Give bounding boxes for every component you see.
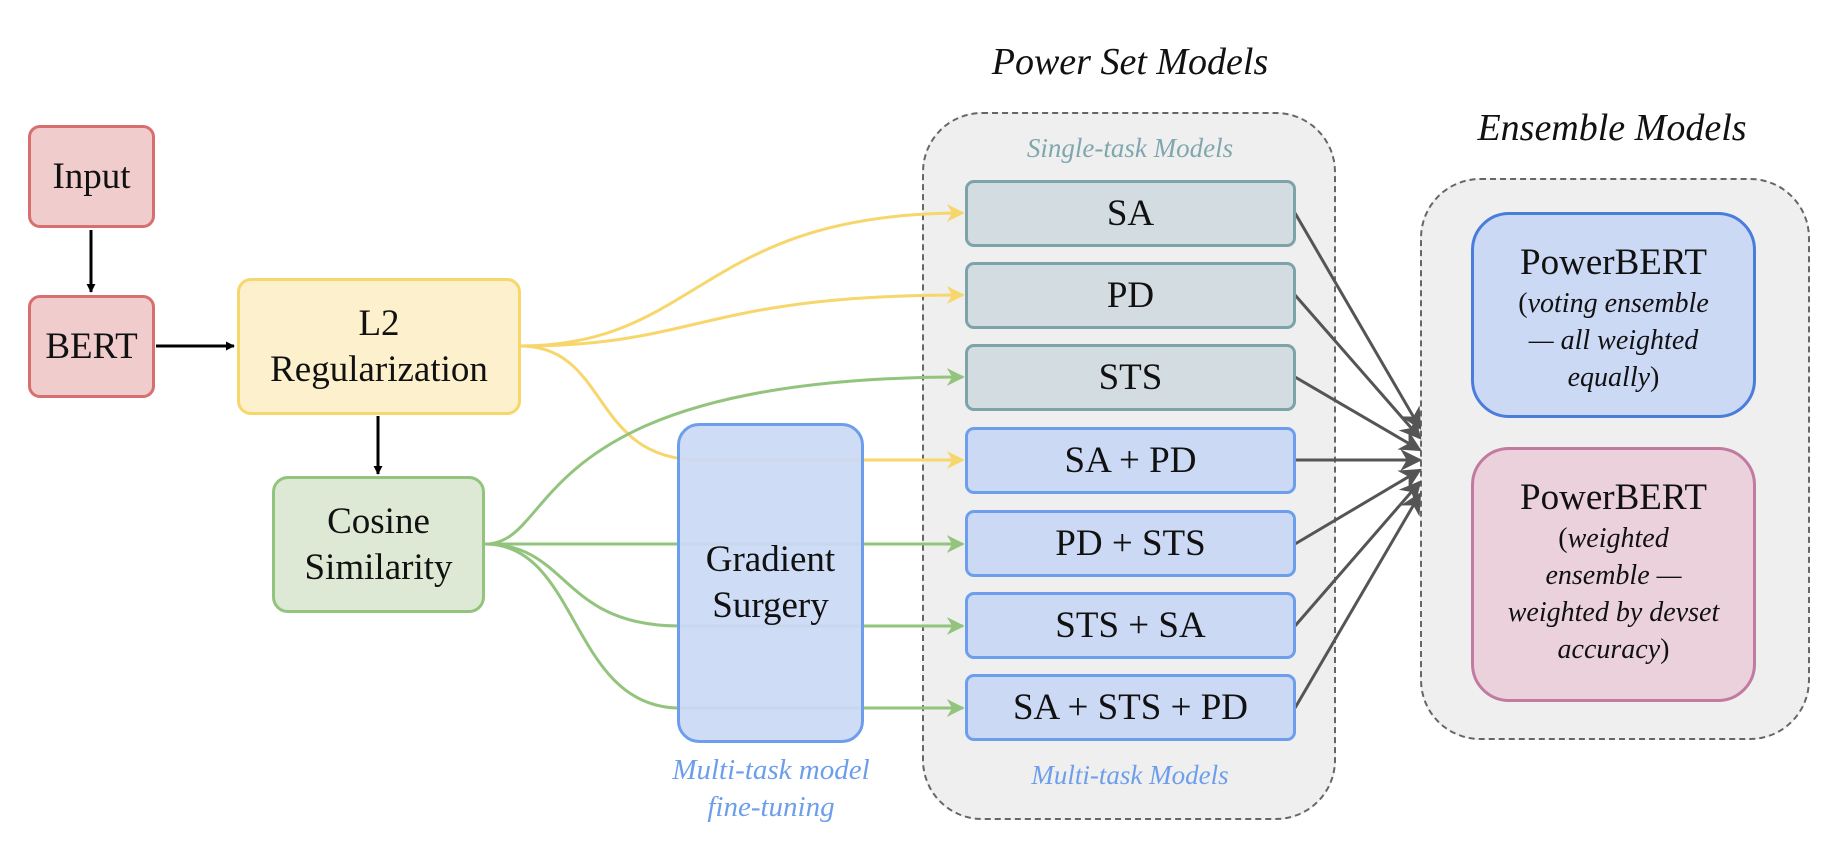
edge-l2-to-sa [519, 204, 965, 348]
model-pd: PD [965, 262, 1296, 329]
edge-sts-sa-to-ensemble [1293, 480, 1422, 627]
edge-cosine-to-sa-sts-pd [484, 542, 965, 717]
model-sts-sa: STS + SA [965, 592, 1296, 659]
cosine-similarity-node: Cosine Similarity [272, 476, 485, 613]
edge-pd-sts-to-ensemble [1294, 468, 1422, 546]
edge-l2-to-sa-pd [519, 344, 965, 469]
l2-line2: Regularization [270, 348, 488, 390]
gradient-line2: Surgery [712, 585, 829, 626]
edge-sts-to-ensemble [1294, 375, 1422, 452]
caption-line2: fine-tuning [707, 791, 835, 823]
cosine-line1: Cosine [327, 500, 430, 542]
multi-task-finetuning-caption: Multi-task model fine-tuning [621, 752, 921, 826]
l2-regularization-node: L2 Regularization [237, 278, 521, 415]
model-pd-sts: PD + STS [965, 510, 1296, 577]
weighted-ensemble-box: PowerBERT (weighted ensemble — weighted … [1471, 447, 1756, 702]
l2-line1: L2 [358, 302, 400, 344]
single-task-label: Single-task Models [1026, 133, 1234, 163]
ensemble-title: Ensemble Models [1477, 107, 1747, 149]
weighted-ensemble-title: PowerBERT [1520, 477, 1707, 518]
voting-ensemble-title: PowerBERT [1520, 242, 1707, 283]
edge-cosine-to-sts [484, 368, 965, 546]
weighted-ensemble-description: (weighted ensemble — weighted by devset … [1507, 523, 1720, 665]
model-sts: STS [965, 344, 1296, 411]
model-sa: SA [965, 180, 1296, 247]
voting-ensemble-description: (voting ensemble — all weighted equally) [1518, 288, 1709, 393]
multi-task-label: Multi-task Models [1031, 760, 1229, 790]
gradient-line1: Gradient [705, 539, 836, 580]
voting-ensemble-box: PowerBERT (voting ensemble — all weighte… [1471, 212, 1756, 418]
cosine-line2: Similarity [304, 546, 453, 588]
edge-l2-to-pd [519, 286, 965, 348]
caption-line1: Multi-task model [672, 754, 870, 786]
edge-sa-sts-pd-to-ensemble [1293, 492, 1422, 709]
input-node: Input [28, 125, 155, 228]
model-sa-sts-pd: SA + STS + PD [965, 674, 1296, 741]
edge-pd-to-ensemble [1293, 294, 1422, 440]
edge-cosine-to-sts-sa [484, 542, 965, 635]
gradient-surgery-node: Gradient Surgery [677, 423, 864, 743]
edge-sa-to-ensemble [1293, 212, 1422, 430]
model-sa-pd: SA + PD [965, 427, 1296, 494]
bert-node: BERT [28, 295, 155, 398]
power-set-title: Power Set Models [991, 41, 1269, 83]
